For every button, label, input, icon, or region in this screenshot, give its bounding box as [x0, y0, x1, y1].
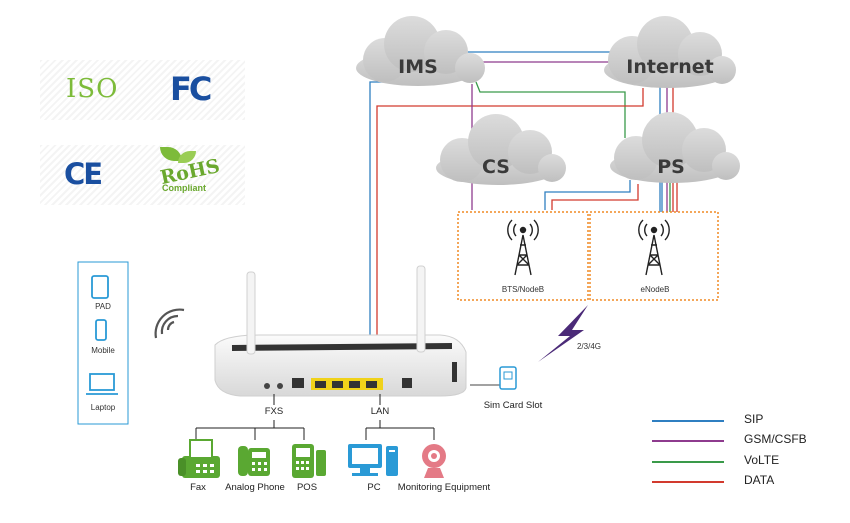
router	[214, 265, 467, 397]
legend-label-data: DATA	[744, 473, 775, 487]
lan-label: LAN	[370, 406, 390, 417]
pc-icon	[348, 444, 398, 476]
legend-label-sip: SIP	[744, 412, 764, 426]
iso-logo: ISO	[66, 74, 119, 104]
pad-label: PAD	[95, 302, 111, 311]
internet-label: Internet	[626, 56, 714, 78]
fcc-logo: FC	[170, 70, 212, 108]
laptop-label: Laptop	[90, 403, 116, 412]
leaf-icon	[160, 147, 182, 161]
pos-icon	[292, 444, 326, 478]
rohs-logo: RoHS Compliant	[148, 147, 222, 201]
monitoring-equipment-label: Monitoring Equipment	[397, 482, 491, 493]
analog-phone-icon	[238, 446, 270, 476]
wireless-band-label: 2/3/4G	[576, 342, 601, 351]
wireless-bolt-icon	[538, 305, 588, 362]
ims-cloud	[356, 16, 485, 86]
wifi-devices-panel	[77, 261, 129, 425]
mobile-label: Mobile	[91, 346, 115, 355]
bts-label: BTS/NodeB	[501, 285, 545, 294]
ps-cloud	[610, 112, 740, 183]
camera-icon	[422, 444, 446, 478]
fax-icon	[178, 439, 220, 478]
legend-line-gsm	[652, 440, 724, 442]
bts-box	[457, 211, 589, 301]
leaf-icon	[178, 151, 196, 163]
sim-card-slot-label: Sim Card Slot	[483, 400, 543, 411]
pos-label: POS	[296, 482, 318, 493]
ps-label: PS	[657, 156, 685, 178]
cs-cloud	[436, 114, 566, 185]
wifi-signal-icon	[154, 308, 185, 339]
ce-logo: CE	[64, 157, 103, 191]
ce-badge: CE RoHS Compliant	[40, 145, 245, 205]
internet-cloud	[604, 16, 736, 88]
legend-line-data	[652, 481, 724, 483]
legend-label-gsm: GSM/CSFB	[744, 432, 807, 446]
enodeb-label: eNodeB	[640, 285, 670, 294]
fax-label: Fax	[190, 482, 206, 493]
bts-tower-icon	[507, 219, 539, 276]
sim-card-icon	[499, 366, 517, 390]
fxs-label: FXS	[264, 406, 284, 417]
pc-label: PC	[367, 482, 381, 493]
ims-label: IMS	[398, 56, 438, 78]
pad-icon	[91, 275, 109, 299]
legend-label-volte: VoLTE	[744, 453, 780, 467]
analog-phone-label: Analog Phone	[225, 482, 285, 493]
legend-line-volte	[652, 461, 724, 463]
legend-line-sip	[652, 420, 724, 422]
cs-label: CS	[482, 156, 510, 178]
enodeb-tower-icon	[638, 219, 670, 276]
iso-badge: ISO FC	[40, 60, 245, 120]
enodeb-box	[589, 211, 719, 301]
laptop-icon	[86, 373, 118, 395]
mobile-icon	[95, 319, 107, 341]
